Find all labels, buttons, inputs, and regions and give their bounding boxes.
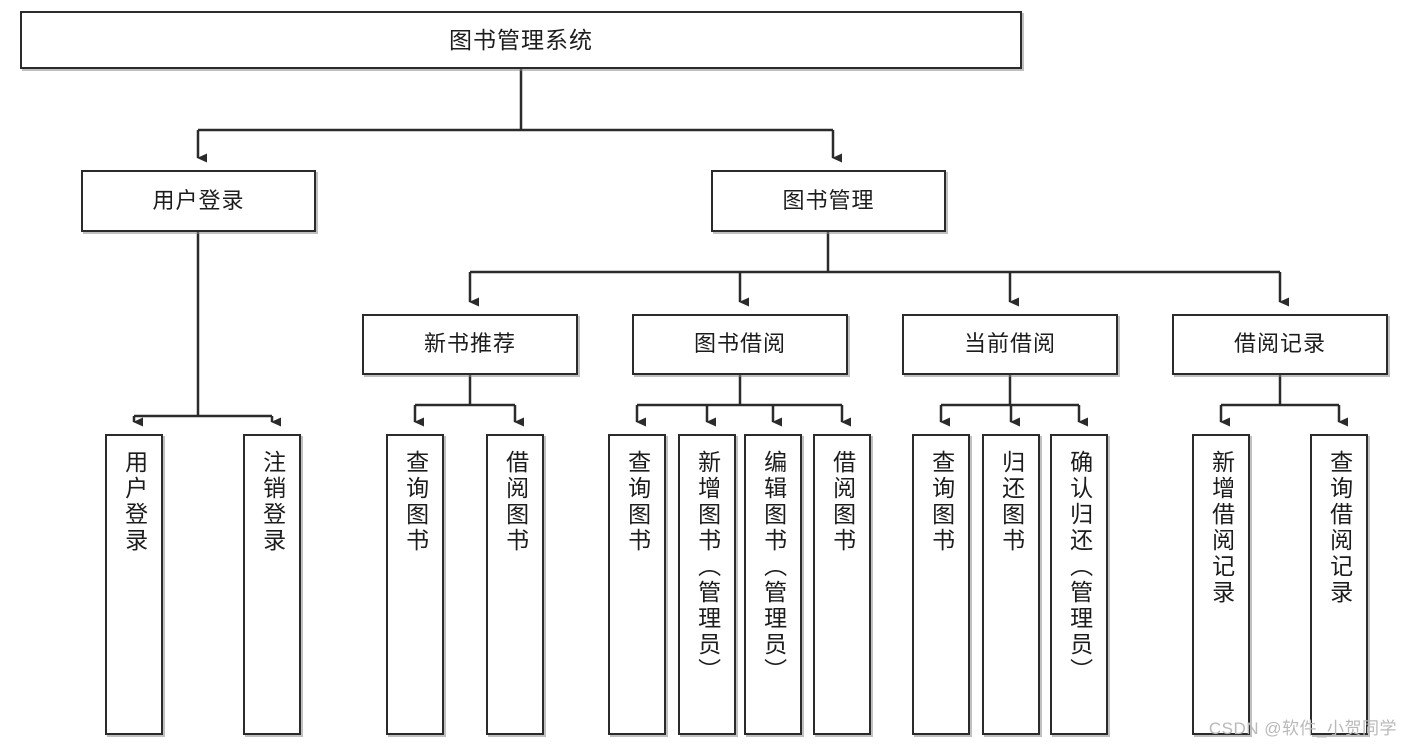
node-leaf-query-book-1[interactable]: 查询图书 [386,434,444,735]
node-book-manage[interactable]: 图书管理 [711,170,946,232]
node-leaf-user-logout-label: 注销登录 [259,450,286,554]
node-leaf-query-book-3-label: 查询图书 [928,450,955,554]
node-leaf-borrow-book-1[interactable]: 借阅图书 [486,434,544,735]
node-leaf-user-login[interactable]: 用户登录 [105,434,163,735]
node-leaf-query-book-2-label: 查询图书 [624,450,651,554]
node-current-borrow[interactable]: 当前借阅 [902,314,1118,375]
node-leaf-edit-book-admin-label: 编辑图书（管理员） [760,450,787,684]
node-leaf-add-borrow-record-label: 新增借阅记录 [1208,450,1235,606]
node-book-manage-label: 图书管理 [782,187,875,213]
node-book-borrow[interactable]: 图书借阅 [632,314,848,375]
node-leaf-user-login-label: 用户登录 [121,450,148,554]
node-leaf-confirm-return-admin[interactable]: 确认归还（管理员） [1050,434,1108,735]
node-current-borrow-label: 当前借阅 [963,331,1056,357]
watermark: CSDN @软件_小贺同学 [1208,719,1397,738]
node-book-borrow-label: 图书借阅 [693,331,786,357]
node-leaf-add-book-admin[interactable]: 新增图书（管理员） [678,434,736,735]
node-leaf-return-book[interactable]: 归还图书 [982,434,1040,735]
node-leaf-borrow-book-2[interactable]: 借阅图书 [813,434,871,735]
node-leaf-query-borrow-record-label: 查询借阅记录 [1326,450,1353,606]
node-user-login[interactable]: 用户登录 [81,170,316,232]
node-root-label: 图书管理系统 [449,26,593,53]
node-leaf-query-book-3[interactable]: 查询图书 [912,434,970,735]
node-leaf-add-borrow-record[interactable]: 新增借阅记录 [1192,434,1250,735]
node-leaf-borrow-book-1-label: 借阅图书 [502,450,529,554]
node-leaf-confirm-return-admin-label: 确认归还（管理员） [1066,450,1093,684]
node-leaf-return-book-label: 归还图书 [998,450,1025,554]
node-leaf-user-logout[interactable]: 注销登录 [243,434,301,735]
node-leaf-query-book-2[interactable]: 查询图书 [608,434,666,735]
node-borrow-record-label: 借阅记录 [1233,331,1326,357]
node-leaf-edit-book-admin[interactable]: 编辑图书（管理员） [744,434,802,735]
node-leaf-borrow-book-2-label: 借阅图书 [829,450,856,554]
node-leaf-query-borrow-record[interactable]: 查询借阅记录 [1310,434,1368,735]
node-leaf-query-book-1-label: 查询图书 [402,450,429,554]
node-new-book-rec-label: 新书推荐 [423,331,516,357]
node-borrow-record[interactable]: 借阅记录 [1172,314,1388,375]
node-root[interactable]: 图书管理系统 [20,11,1022,69]
node-user-login-label: 用户登录 [152,187,245,213]
node-new-book-rec[interactable]: 新书推荐 [362,314,578,375]
node-leaf-add-book-admin-label: 新增图书（管理员） [694,450,721,684]
